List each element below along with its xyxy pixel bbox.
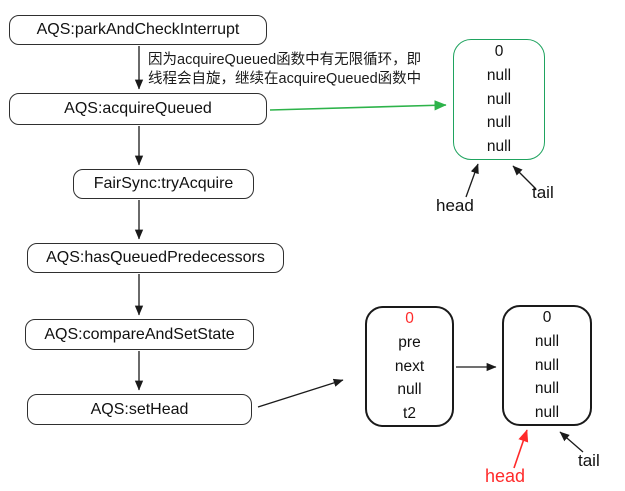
node-field-value: null — [486, 90, 512, 108]
flow-box-acquire-queued: AQS:acquireQueued — [9, 93, 267, 125]
flow-box-set-head: AQS:setHead — [27, 394, 252, 425]
node-state-value-red: 0 — [405, 310, 414, 328]
node-field-value: next — [394, 357, 425, 375]
head-pointer-label-top: head — [436, 196, 474, 215]
node-field-value: pre — [398, 333, 421, 351]
node-field-value: null — [397, 381, 422, 399]
arrow-acquirequeued-to-green-node — [269, 100, 447, 111]
arrow-sethead-to-left-node — [257, 378, 344, 408]
flow-box-label: AQS:setHead — [90, 400, 189, 418]
flow-box-label: AQS:acquireQueued — [64, 100, 212, 117]
flow-box-label: AQS:hasQueuedPredecessors — [46, 249, 265, 266]
node-field-value: null — [534, 404, 560, 422]
flow-box-label: AQS:compareAndSetState — [44, 325, 235, 343]
node-field-value: null — [486, 66, 512, 84]
node-field-value: null — [486, 114, 512, 132]
flow-box-label: FairSync:tryAcquire — [93, 175, 234, 192]
arrow-head-pointer-top — [465, 163, 479, 198]
arrow-tail-pointer-top — [512, 165, 537, 190]
queue-node-new-head: 0 null null null null — [502, 305, 592, 426]
head-pointer-label-bottom: head — [485, 466, 526, 486]
flow-box-try-acquire: FairSync:tryAcquire — [73, 169, 254, 199]
node-field-value: null — [534, 356, 560, 374]
flow-box-label: AQS:parkAndCheckInterrupt — [36, 21, 240, 38]
annotation-line-2: 线程会自旋，继续在acquireQueued函数中 — [148, 71, 422, 87]
node-state-value: 0 — [542, 309, 552, 327]
flow-box-compare-and-set-state: AQS:compareAndSetState — [25, 319, 254, 350]
arrow-tail-pointer-bottom — [559, 431, 584, 453]
annotation-comment: 因为acquireQueued函数中有无限循环，即 线程会自旋，继续在acqui… — [148, 51, 448, 89]
node-state-value: 0 — [494, 43, 504, 60]
annotation-line-1: 因为acquireQueued函数中有无限循环，即 — [148, 52, 422, 68]
flow-box-has-queued-predecessors: AQS:hasQueuedPredecessors — [27, 243, 284, 273]
tail-pointer-label-bottom: tail — [578, 451, 600, 470]
node-field-value: null — [486, 138, 512, 156]
node-field-value: t2 — [403, 405, 416, 423]
tail-pointer-label-top: tail — [532, 183, 554, 202]
flow-box-park-and-check-interrupt: AQS:parkAndCheckInterrupt — [9, 15, 267, 45]
queue-node-t2: 0 pre next null t2 — [365, 306, 454, 427]
node-field-value: null — [534, 380, 560, 398]
queue-node-initial: 0 null null null null — [453, 39, 545, 160]
arrow-head-pointer-bottom — [513, 429, 529, 469]
node-field-value: null — [534, 332, 560, 350]
